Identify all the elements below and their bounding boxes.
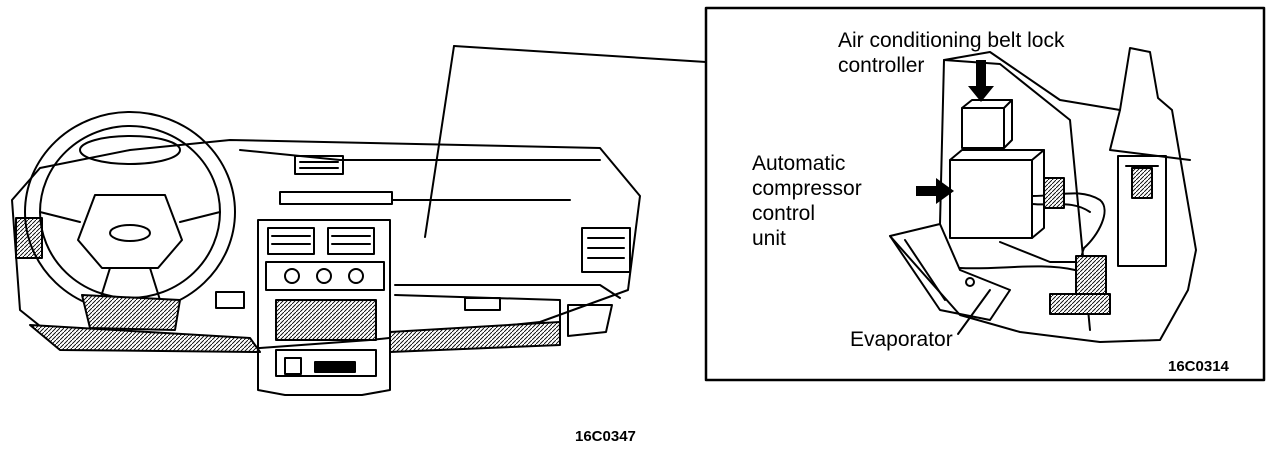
leader-line-to-detail: [424, 45, 455, 238]
belt-lock-label-line2: controller: [838, 54, 925, 77]
center-console: [257, 219, 391, 396]
belt-lock-label-line1: Air conditioning belt lock: [838, 29, 1065, 52]
compressor-label-line1: Automatic: [752, 152, 846, 175]
compressor-label-line3: control: [752, 202, 816, 225]
compressor-label-line2: compressor: [752, 177, 862, 200]
arrow-belt-lock: [968, 60, 994, 102]
main-figure-code: 16C0347: [575, 428, 636, 445]
steering-wheel: [24, 111, 236, 331]
evaporator-leader-line: [957, 289, 991, 335]
leader-line-to-detail-2: [453, 45, 707, 63]
compressor-label-line4: unit: [752, 227, 786, 250]
compressor-control-unit-box: [949, 159, 1033, 239]
detail-frame: [704, 6, 1266, 382]
belt-lock-controller-box: [961, 107, 1005, 149]
arrow-compressor-unit: [916, 178, 954, 204]
evaporator-label: Evaporator: [850, 328, 953, 351]
detail-figure-code: 16C0314: [1168, 358, 1229, 375]
dashboard: [11, 139, 641, 353]
evaporator-assembly: [889, 47, 1197, 343]
